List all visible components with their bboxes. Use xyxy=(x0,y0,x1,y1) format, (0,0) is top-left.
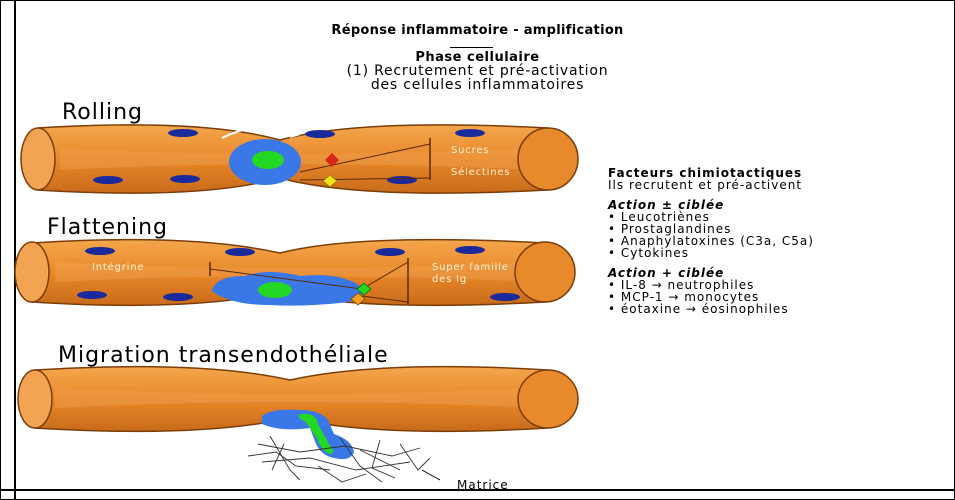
label-superfamille-1: Super famille xyxy=(432,262,509,273)
label-selectines: Sélectines xyxy=(451,167,510,178)
endothelial-nucleus xyxy=(455,129,485,137)
endothelial-nucleus xyxy=(170,175,200,183)
endothelial-nucleus xyxy=(490,293,520,301)
endothelial-nucleus xyxy=(387,176,417,184)
action2-item: • éotaxine → éosinophiles xyxy=(608,303,814,315)
action1-item: • Cytokines xyxy=(608,247,814,259)
label-superfamille-2: des Ig xyxy=(432,274,467,285)
endothelial-nucleus xyxy=(305,130,335,138)
endothelial-nucleus xyxy=(168,129,198,137)
endothelial-nucleus xyxy=(163,293,193,301)
endothelial-nucleus xyxy=(455,246,485,254)
leukocyte-nucleus xyxy=(252,151,284,169)
label-integrine: Intégrine xyxy=(92,262,144,273)
label-matrice: Matrice xyxy=(457,478,509,492)
side-panel: Facteurs chimiotactiques Ils recrutent e… xyxy=(608,167,814,315)
endothelial-nucleus xyxy=(85,247,115,255)
endothelial-nucleus xyxy=(77,291,107,299)
migration-vessel xyxy=(18,367,578,482)
endothelial-nucleus xyxy=(375,248,405,256)
endothelial-nucleus xyxy=(93,176,123,184)
label-sucres: Sucres xyxy=(451,145,489,156)
endothelial-nucleus xyxy=(225,248,255,256)
facteurs-desc: Ils recrutent et pré-activent xyxy=(608,179,814,191)
rolling-vessel xyxy=(21,125,578,193)
leukocyte-nucleus xyxy=(258,282,292,298)
